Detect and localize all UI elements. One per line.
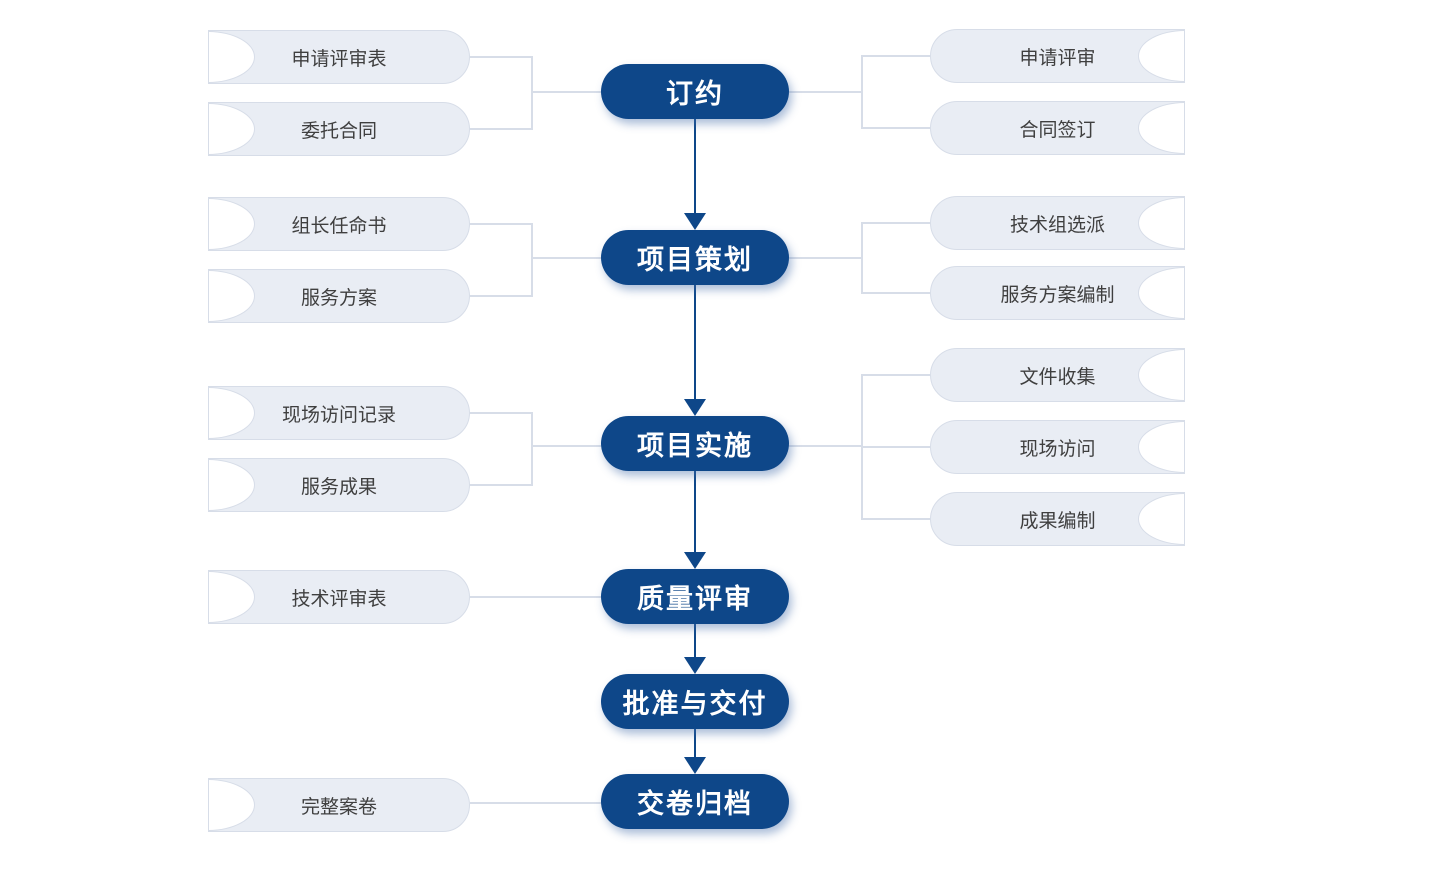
down-arrow-icon <box>684 757 706 774</box>
flow-arrow-line <box>694 471 696 553</box>
cut-circle-icon <box>209 459 255 511</box>
flow-arrow-line <box>694 729 696 758</box>
doc-pill-site-visit-record: 现场访问记录 <box>208 386 470 440</box>
pill-label: 成果编制 <box>1019 510 1096 532</box>
doc-pill-technical-review-form: 技术评审表 <box>208 570 470 624</box>
pill-label: 合同签订 <box>1019 119 1096 141</box>
stage-quality-review: 质量评审 <box>601 569 789 624</box>
connector-line <box>861 55 930 57</box>
connector-line <box>470 56 531 58</box>
flow-arrow-line <box>694 119 696 214</box>
pill-label: 完整案卷 <box>300 796 377 818</box>
connector-line <box>470 412 531 414</box>
pill-label: 服务方案编制 <box>1000 284 1115 306</box>
pill-label: 文件收集 <box>1019 366 1096 388</box>
pill-label: 技术组选派 <box>1009 214 1105 236</box>
pill-label: 服务成果 <box>300 476 377 498</box>
connector-line <box>470 128 531 130</box>
stage-label: 项目实施 <box>637 431 753 461</box>
cut-circle-icon <box>1138 267 1184 319</box>
cut-circle-icon <box>1138 102 1184 154</box>
stage-label: 质量评审 <box>637 584 753 614</box>
cut-circle-icon <box>209 31 255 83</box>
pill-label: 服务方案 <box>300 287 377 309</box>
connector-line <box>789 91 862 93</box>
cut-circle-icon <box>1138 30 1184 82</box>
cut-circle-icon <box>1138 493 1184 545</box>
cut-circle-icon <box>1138 421 1184 473</box>
doc-pill-service-plan: 服务方案 <box>208 269 470 323</box>
stage-archiving: 交卷归档 <box>601 774 789 829</box>
cut-circle-icon <box>209 270 255 322</box>
pill-label: 申请评审 <box>1019 47 1096 69</box>
activity-pill-document-collection: 文件收集 <box>930 348 1185 402</box>
pill-label: 委托合同 <box>300 120 377 142</box>
connector-line <box>531 257 601 259</box>
activity-pill-application-review: 申请评审 <box>930 29 1185 83</box>
down-arrow-icon <box>684 399 706 416</box>
pill-label: 现场访问记录 <box>281 404 396 426</box>
connector-line <box>470 295 531 297</box>
stage-project-implementation: 项目实施 <box>601 416 789 471</box>
bracket-line <box>531 56 533 130</box>
connector-line <box>861 374 930 376</box>
cut-circle-icon <box>1138 349 1184 401</box>
down-arrow-icon <box>684 657 706 674</box>
stage-label: 批准与交付 <box>622 689 768 719</box>
connector-line <box>531 91 601 93</box>
activity-pill-site-visit: 现场访问 <box>930 420 1185 474</box>
cut-circle-icon <box>209 387 255 439</box>
doc-pill-entrust-contract: 委托合同 <box>208 102 470 156</box>
connector-line <box>470 802 601 804</box>
doc-pill-leader-appointment: 组长任命书 <box>208 197 470 251</box>
connector-line <box>470 484 531 486</box>
down-arrow-icon <box>684 213 706 230</box>
connector-line <box>861 446 930 448</box>
pill-label: 组长任命书 <box>291 215 387 237</box>
connector-line <box>861 518 930 520</box>
stage-project-planning: 项目策划 <box>601 230 789 285</box>
connector-line <box>861 127 930 129</box>
cut-circle-icon <box>209 198 255 250</box>
cut-circle-icon <box>209 103 255 155</box>
bracket-line <box>861 55 863 129</box>
stage-label: 交卷归档 <box>637 789 753 819</box>
activity-pill-tech-team-assignment: 技术组选派 <box>930 196 1185 250</box>
pill-label: 申请评审表 <box>291 48 387 70</box>
stage-label: 订约 <box>666 79 724 109</box>
connector-line <box>470 223 531 225</box>
doc-pill-service-deliverable: 服务成果 <box>208 458 470 512</box>
pill-label: 技术评审表 <box>291 588 387 610</box>
activity-pill-contract-signing: 合同签订 <box>930 101 1185 155</box>
doc-pill-complete-archive: 完整案卷 <box>208 778 470 832</box>
connector-line <box>861 292 930 294</box>
doc-pill-application-review-form: 申请评审表 <box>208 30 470 84</box>
stage-contracting: 订约 <box>601 64 789 119</box>
stage-approval-delivery: 批准与交付 <box>601 674 789 729</box>
connector-line <box>789 445 862 447</box>
connector-line <box>470 596 601 598</box>
flow-arrow-line <box>694 624 696 658</box>
bracket-line <box>531 223 533 297</box>
connector-line <box>789 257 862 259</box>
connector-line <box>531 445 601 447</box>
connector-line <box>861 222 930 224</box>
flow-arrow-line <box>694 285 696 400</box>
activity-pill-deliverable-drafting: 成果编制 <box>930 492 1185 546</box>
pill-label: 现场访问 <box>1019 438 1096 460</box>
down-arrow-icon <box>684 552 706 569</box>
cut-circle-icon <box>1138 197 1184 249</box>
bracket-line <box>861 222 863 294</box>
activity-pill-service-plan-drafting: 服务方案编制 <box>930 266 1185 320</box>
cut-circle-icon <box>209 779 255 831</box>
stage-label: 项目策划 <box>637 245 753 275</box>
bracket-line <box>531 412 533 486</box>
cut-circle-icon <box>209 571 255 623</box>
